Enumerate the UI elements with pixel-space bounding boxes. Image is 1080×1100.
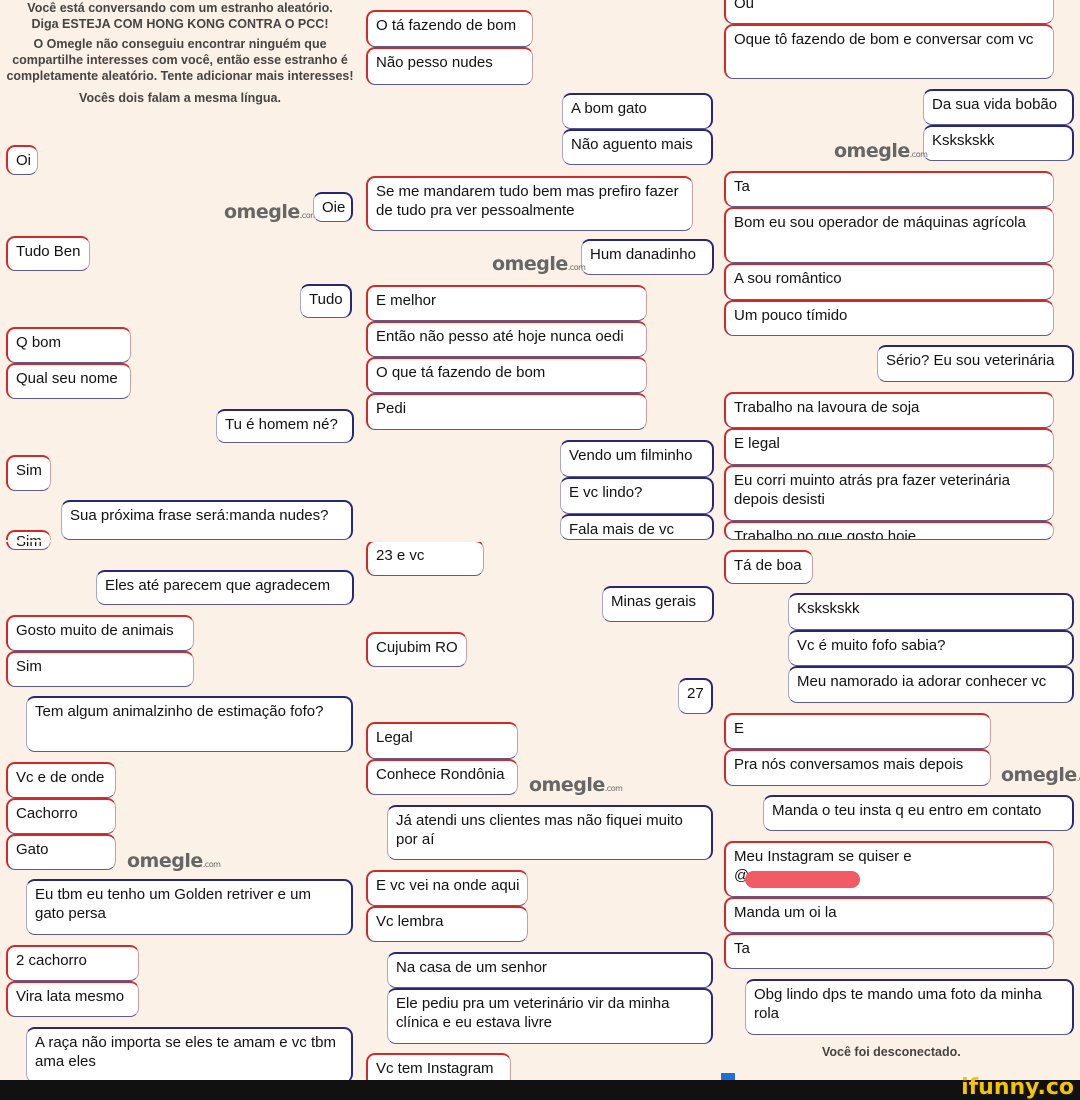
disconnected-status: Você foi desconectado. bbox=[822, 1045, 961, 1059]
chat-message: Conhece Rondônia bbox=[366, 759, 518, 795]
chat-message: Já atendi uns clientes mas não fiquei mu… bbox=[387, 805, 713, 860]
chat-message: Ta bbox=[724, 933, 1054, 969]
chat-message: Cujubim RO bbox=[366, 632, 467, 667]
chat-message: Hum danadinho bbox=[581, 239, 714, 275]
chat-message: Trabalho no que gosto hoje bbox=[724, 521, 1054, 540]
chat-message: Vira lata mesmo bbox=[6, 981, 139, 1017]
screenshot-divider bbox=[0, 540, 1080, 542]
intro-line-1: Você está conversando com um estranho al… bbox=[27, 1, 333, 15]
intro-text: Você está conversando com um estranho al… bbox=[0, 0, 360, 106]
intro-line-2: Diga ESTEJA COM HONG KONG CONTRA O PCC! bbox=[31, 17, 329, 31]
chat-message: Gosto muito de animais bbox=[6, 615, 194, 651]
chat-message: Um pouco tímido bbox=[724, 300, 1054, 336]
chat-message: A sou romântico bbox=[724, 263, 1054, 300]
chat-message: Tem algum animalzinho de estimação fofo? bbox=[26, 696, 353, 752]
chat-message: Tudo bbox=[300, 284, 352, 318]
chat-message: 23 e vc bbox=[366, 540, 484, 576]
chat-message: Eles até parecem que agradecem bbox=[96, 570, 354, 605]
chat-message: Meu Instagram se quiser e @ bbox=[724, 841, 1054, 897]
chat-message: Fala mais de vc bbox=[560, 514, 714, 540]
intro-line-4: Vocês dois falam a mesma língua. bbox=[79, 91, 281, 105]
chat-message: Vc e de onde bbox=[6, 762, 116, 798]
chat-message: Vendo um filminho bbox=[560, 440, 714, 477]
chat-message: E vc lindo? bbox=[560, 477, 714, 514]
chat-message: E legal bbox=[724, 428, 1054, 465]
chat-message: Oque tô fazendo de bom e conversar com v… bbox=[724, 24, 1054, 79]
chat-message: E bbox=[724, 713, 991, 749]
chat-message: Da sua vida bobão bbox=[923, 89, 1074, 125]
chat-message: Cachorro bbox=[6, 798, 116, 834]
chat-message: Oi bbox=[6, 145, 38, 175]
chat-message-text: Meu Instagram se quiser e bbox=[734, 848, 912, 865]
omegle-logo: omegle.com bbox=[834, 140, 928, 162]
chat-message: Ta bbox=[724, 171, 1054, 207]
chat-message: Kskskskk bbox=[923, 125, 1074, 161]
chat-message: Sério? Eu sou veterinária bbox=[877, 345, 1074, 382]
omegle-logo: omegle.com bbox=[224, 201, 318, 223]
chat-message: O tá fazendo de bom bbox=[366, 10, 533, 47]
chat-message: O que tá fazendo de bom bbox=[366, 357, 647, 393]
chat-message: 2 cachorro bbox=[6, 945, 139, 981]
interests-checkbox[interactable] bbox=[721, 1073, 735, 1081]
intro-line-3: O Omegle não conseguiu encontrar ninguém… bbox=[6, 37, 354, 83]
chat-message: Tá de boa bbox=[724, 550, 813, 584]
chat-message: E melhor bbox=[366, 285, 647, 321]
chat-message: Trabalho na lavoura de soja bbox=[724, 392, 1054, 428]
chat-message: Eu tbm eu tenho um Golden retriver e um … bbox=[26, 879, 353, 935]
chat-message: Tu é homem né? bbox=[216, 409, 354, 443]
chat-message: Não pesso nudes bbox=[366, 47, 533, 85]
chat-message: Gato bbox=[6, 834, 116, 870]
chat-message: Meu namorado ia adorar conhecer vc bbox=[788, 666, 1074, 703]
chat-message: Não aguento mais bbox=[562, 129, 713, 165]
chat-message: A bom gato bbox=[562, 93, 713, 129]
chat-message: Então não pesso até hoje nunca oedi bbox=[366, 321, 647, 357]
chat-message: Oie bbox=[313, 192, 353, 222]
omegle-logo: omegle.com bbox=[127, 850, 221, 872]
chat-message: Pra nós conversamos mais depois bbox=[724, 749, 991, 786]
chat-message: Minas gerais bbox=[602, 586, 714, 622]
chat-message: Qual seu nome bbox=[6, 363, 131, 399]
chat-message: Obg lindo dps te mando uma foto da minha… bbox=[745, 979, 1074, 1035]
chat-message: Sim bbox=[6, 455, 51, 491]
chat-message: Vc lembra bbox=[366, 906, 528, 942]
chat-message: A raça não importa se eles te amam e vc … bbox=[26, 1027, 353, 1083]
chat-message: Ou bbox=[724, 0, 1054, 24]
chat-message: Vc é muito fofo sabia? bbox=[788, 630, 1074, 666]
omegle-logo: omegle.com bbox=[1001, 764, 1080, 786]
omegle-logo: omegle.com bbox=[529, 774, 623, 796]
chat-message: Se me mandarem tudo bem mas prefiro faze… bbox=[366, 176, 693, 231]
chat-message: Sua próxima frase será:manda nudes? bbox=[61, 500, 353, 540]
chat-message: Sim bbox=[6, 651, 194, 687]
chat-message: Pedi bbox=[366, 393, 647, 430]
chat-message: Manda o teu insta q eu entro em contato bbox=[763, 795, 1074, 831]
chat-message: Ele pediu pra um veterinário vir da minh… bbox=[387, 988, 713, 1044]
omegle-logo: omegle.com bbox=[492, 253, 586, 275]
chat-message: Bom eu sou operador de máquinas agrícola bbox=[724, 207, 1054, 263]
watermark-bar bbox=[0, 1080, 1080, 1100]
chat-message: Kskskskk bbox=[788, 593, 1074, 630]
ifunny-watermark: ifunny.co bbox=[961, 1075, 1074, 1100]
chat-message: Legal bbox=[366, 722, 518, 759]
chat-message: E vc vei na onde aqui bbox=[366, 870, 528, 906]
chat-message: Eu corri muinto atrás pra fazer veteriná… bbox=[724, 465, 1054, 521]
chat-message: 27 bbox=[678, 678, 713, 714]
chat-message: Tudo Ben bbox=[6, 236, 90, 271]
chat-message: Na casa de um senhor bbox=[387, 952, 713, 988]
chat-message: Manda um oi la bbox=[724, 897, 1054, 933]
redaction-mark bbox=[745, 871, 860, 888]
chat-message: Q bom bbox=[6, 327, 131, 363]
